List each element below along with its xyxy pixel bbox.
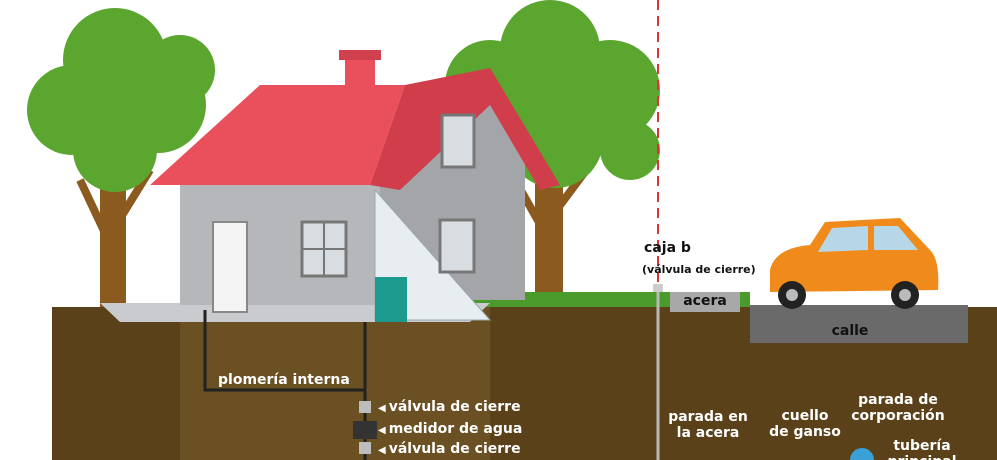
main-pipe-icon (850, 448, 874, 460)
label-street: calle (831, 323, 869, 339)
sink-cabinet (375, 277, 407, 322)
roof (150, 85, 405, 185)
tree-left (27, 8, 215, 310)
house-front-wall (180, 185, 380, 305)
basement-trench (180, 307, 490, 460)
window-attic (440, 113, 476, 169)
shutoff-valve-icon (359, 442, 371, 454)
label-water-meter: ◀medidor de agua (378, 421, 523, 437)
sidewalk (670, 292, 740, 312)
shutoff-valve-icon (359, 401, 371, 413)
label-internal-plumbing: plomería interna (218, 372, 350, 388)
label-shutoff-valve-2: ◀válvula de cierre (378, 441, 521, 457)
label-gooseneck: cuello de ganso (769, 408, 841, 440)
chimney (345, 55, 375, 115)
label-curb-box: caja b (644, 240, 691, 256)
label-shutoff-valve-box: (válvula de cierre) (642, 263, 756, 276)
water-meter-icon (353, 421, 377, 439)
street (750, 305, 968, 343)
label-shutoff-valve-1: ◀válvula de cierre (378, 399, 521, 415)
window-side (438, 218, 476, 274)
label-sidewalk: acera (683, 293, 727, 309)
roof-gable (370, 68, 560, 190)
label-main-pipe: tubería principal (887, 438, 956, 460)
label-corporation-stop: parada de corporación (851, 392, 945, 424)
label-curb-stop: parada en la acera (668, 409, 748, 441)
car (770, 218, 939, 309)
front-door (212, 221, 248, 313)
